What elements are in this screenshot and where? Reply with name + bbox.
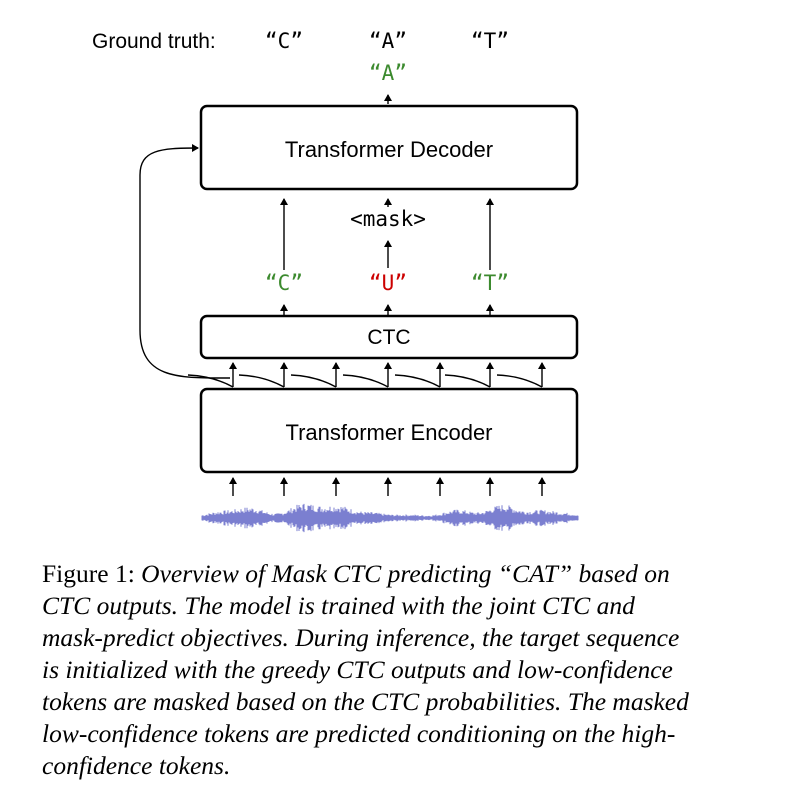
audio-waveform	[201, 503, 579, 533]
encoder-fan-line	[394, 374, 441, 388]
caption-text: Overview of Mask CTC predicting “CAT” ba…	[141, 559, 670, 588]
ground-truth-token-a: “A”	[369, 29, 407, 53]
mask-token: <mask>	[350, 207, 426, 231]
encoder-fan-line	[496, 374, 543, 388]
encoder-fan-line	[290, 374, 337, 388]
ctc-token-c: “C”	[265, 271, 303, 295]
mask-ctc-diagram: Ground truth: “C” “A” “T” “A” Transforme…	[92, 29, 579, 533]
transformer-encoder-label: Transformer Encoder	[285, 420, 492, 445]
encoder-to-decoder-skip-arrow	[139, 144, 231, 379]
caption-line: CTC outputs. The model is trained with t…	[42, 591, 635, 620]
caption-line: is initialized with the greedy CTC outpu…	[42, 655, 673, 684]
caption-line: mask-predict objectives. During inferenc…	[42, 623, 680, 652]
ground-truth-token-c: “C”	[265, 29, 303, 53]
encoder-fan-line	[342, 374, 389, 388]
caption-line: tokens are masked based on the CTC proba…	[42, 687, 689, 716]
waveform-signal	[201, 503, 579, 533]
transformer-decoder-box	[199, 104, 579, 191]
ground-truth-label: Ground truth:	[92, 30, 216, 53]
caption-line: confidence tokens.	[42, 751, 231, 780]
caption-line: Figure 1: Overview of Mask CTC predictin…	[42, 558, 758, 590]
encoder-fan-line	[444, 374, 491, 388]
figure-caption: Figure 1: Overview of Mask CTC predictin…	[42, 558, 758, 782]
ctc-token-u: “U”	[369, 271, 407, 295]
ctc-token-t: “T”	[471, 271, 509, 295]
ctc-label: CTC	[367, 326, 410, 349]
encoder-input-arrows	[229, 477, 546, 496]
ground-truth-token-t: “T”	[471, 29, 509, 53]
caption-line: low-confidence tokens are predicted cond…	[42, 719, 676, 748]
ctc-box	[199, 314, 579, 360]
encoder-fan-line	[187, 374, 234, 388]
predicted-token-a: “A”	[369, 61, 407, 85]
transformer-encoder-box	[199, 387, 579, 474]
transformer-decoder-label: Transformer Decoder	[285, 137, 493, 162]
caption-prefix: Figure 1:	[42, 559, 135, 588]
encoder-to-ctc-arrows	[187, 362, 546, 388]
encoder-fan-line	[238, 374, 285, 388]
